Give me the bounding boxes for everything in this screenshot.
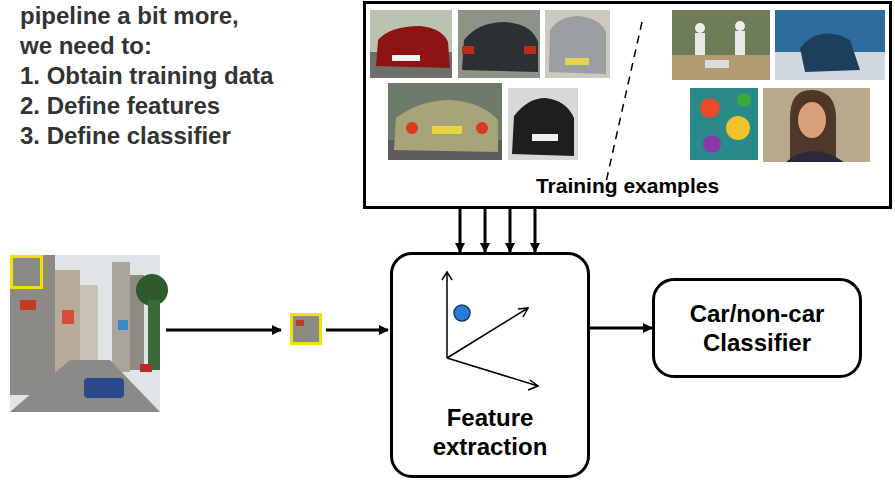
arrow-connector [590,327,652,330]
car-photo [545,10,610,78]
car-photo [388,83,502,160]
street-photo [10,255,168,412]
box-label: Feature extraction [405,403,575,461]
non-car-photo [690,88,758,160]
arrow [166,329,281,332]
note-text: 2. Define features [20,91,360,121]
note-text: 1. Obtain training data [20,61,360,91]
feature-box: Feature extraction [390,252,590,478]
image-patch [290,313,322,345]
arrow-connector [509,209,512,252]
box-label: Training examples [536,173,719,198]
arrow-connector [459,209,462,252]
note-text: 3. Define classifier [20,121,360,151]
arrow [326,329,388,332]
car-photo [508,88,578,160]
car-photo [458,10,540,78]
feature-point [454,305,470,321]
arrow-connector [484,209,487,252]
training-box: Training examples [363,1,892,209]
non-car-photo [672,10,770,80]
non-car-photo [763,88,870,162]
feature-axes [442,272,538,390]
classifier-box: Car/non-car Classifier [652,278,862,378]
note-text: pipeline a bit more, we need to: [20,1,260,61]
non-car-photo [775,10,885,80]
car-photo [370,10,452,78]
arrow-connector [534,209,537,252]
box-label: Car/non-car Classifier [667,299,847,357]
divider-line [606,22,642,182]
